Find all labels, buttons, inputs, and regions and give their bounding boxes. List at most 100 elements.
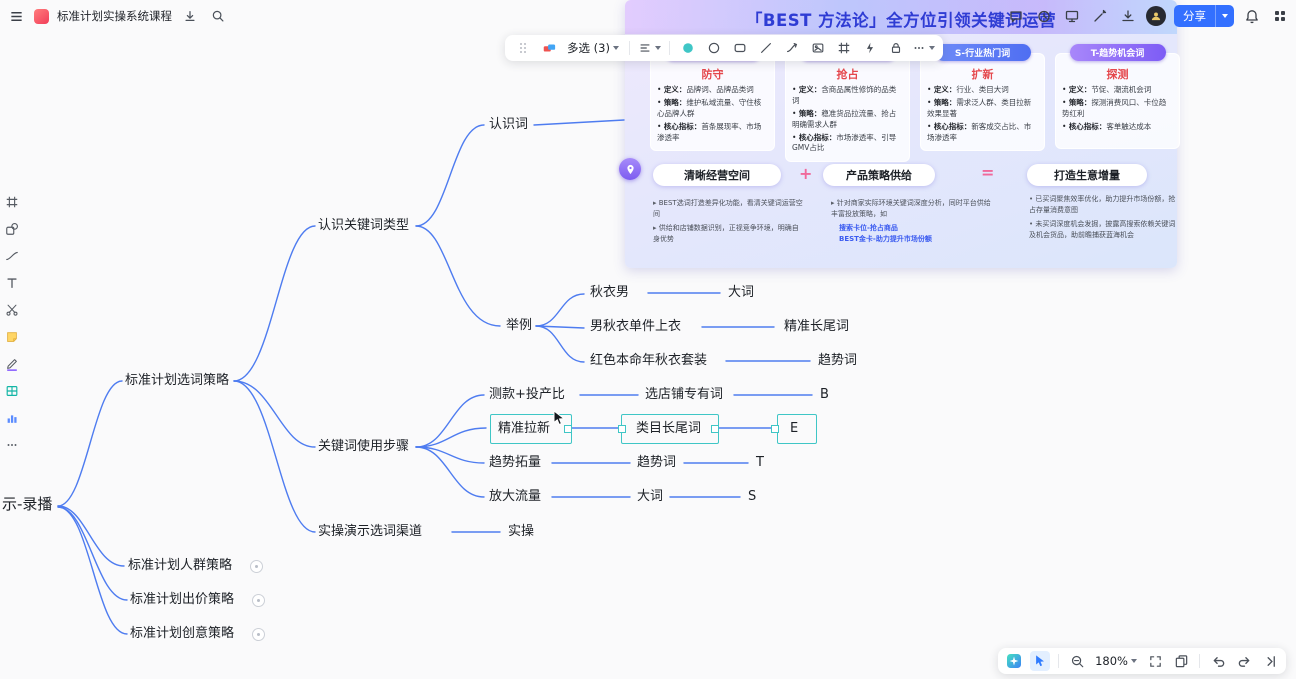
zoom-out-icon[interactable]: [1067, 651, 1087, 671]
pill-trend-keywords: T-趋势机会词: [1069, 44, 1166, 61]
more-tools-icon[interactable]: [2, 437, 22, 452]
apps-grid-icon[interactable]: [1270, 6, 1290, 26]
node-example-1-type[interactable]: 大词: [728, 285, 755, 300]
top-right-bar: 分享: [1006, 5, 1290, 27]
node-example-2[interactable]: 男秋衣单件上衣: [590, 319, 682, 334]
node-step-3[interactable]: 趋势拓量: [489, 455, 542, 470]
node-step-1[interactable]: 测款+投产比: [489, 387, 565, 402]
laser-pointer-icon[interactable]: [1090, 6, 1110, 26]
tag-expand: 扩新: [971, 68, 994, 81]
pill-industry-keywords: S-行业热门词: [934, 44, 1031, 61]
equals-sign: =: [981, 163, 995, 182]
border-color-swatch[interactable]: [678, 38, 698, 58]
frame-tool-icon[interactable]: [2, 194, 22, 209]
notifications-bell-icon[interactable]: [1242, 6, 1262, 26]
note-center: 针对商家实际环境关键词深度分析，同时平台供给丰富投放策略，如 搜索卡位-抢占商品…: [831, 198, 991, 244]
align-dropdown[interactable]: [638, 38, 661, 58]
scissors-tool-icon[interactable]: [2, 302, 22, 317]
node-keyword-types[interactable]: 认识关键词类型: [318, 218, 410, 233]
undo-icon[interactable]: [1208, 651, 1228, 671]
pages-icon[interactable]: [1171, 651, 1191, 671]
pill-clear-business-space: 清晰经营空间: [653, 164, 781, 186]
line-tool-icon[interactable]: [756, 38, 776, 58]
node-keyword-usage-steps[interactable]: 关键词使用步骤: [318, 439, 410, 454]
selection-handle[interactable]: [618, 425, 626, 433]
collapsed-children-indicator[interactable]: [250, 560, 263, 573]
shape-rect-icon[interactable]: [730, 38, 750, 58]
node-creative-strategy[interactable]: 标准计划创意策略: [130, 626, 235, 641]
selection-handle[interactable]: [771, 425, 779, 433]
arrow-connector-icon[interactable]: [782, 38, 802, 58]
pill-build-business-growth: 打造生意增量: [1027, 164, 1147, 186]
node-step-3-child[interactable]: 趋势词: [637, 455, 677, 470]
share-button[interactable]: 分享: [1174, 5, 1234, 27]
node-example[interactable]: 举例: [506, 318, 533, 333]
node-step-1-child[interactable]: 选店铺专有词: [645, 387, 724, 402]
node-step-4[interactable]: 放大流量: [489, 489, 542, 504]
node-demo-channel[interactable]: 实操演示选词渠道: [318, 524, 423, 539]
shapes-tool-icon[interactable]: [2, 221, 22, 236]
sticky-note-tool-icon[interactable]: [2, 329, 22, 344]
select-tool-icon[interactable]: [1030, 651, 1051, 671]
document-title[interactable]: 标准计划实操系统课程: [57, 9, 172, 23]
bottom-right-bar: 180%: [998, 648, 1286, 674]
tag-defense: 防守: [701, 68, 724, 81]
selection-box[interactable]: [777, 414, 817, 444]
selected-object-icon: [539, 38, 559, 58]
more-options-dropdown[interactable]: [912, 38, 935, 58]
node-step-4-tag[interactable]: S: [748, 489, 757, 504]
node-example-2-type[interactable]: 精准长尾词: [784, 319, 850, 334]
collapsed-children-indicator[interactable]: [252, 594, 265, 607]
lock-icon[interactable]: [886, 38, 906, 58]
node-step-1-tag[interactable]: B: [820, 387, 829, 402]
image-icon[interactable]: [808, 38, 828, 58]
mindmap-root-node[interactable]: 示-录播: [2, 495, 53, 513]
text-tool-icon[interactable]: [2, 275, 22, 290]
table-tool-icon[interactable]: [2, 383, 22, 398]
node-audience-strategy[interactable]: 标准计划人群策略: [128, 558, 233, 573]
menu-icon[interactable]: [6, 6, 26, 26]
node-demo[interactable]: 实操: [508, 524, 535, 539]
collapsed-children-indicator[interactable]: [252, 628, 265, 641]
node-step-2-tag[interactable]: E: [790, 421, 799, 436]
frame-icon[interactable]: [834, 38, 854, 58]
selection-handle[interactable]: [564, 425, 572, 433]
node-step-2[interactable]: 精准拉新: [498, 421, 551, 436]
timer-icon[interactable]: [1034, 6, 1054, 26]
node-word-selection-strategy[interactable]: 标准计划选词策略: [125, 373, 230, 388]
comment-icon[interactable]: [1006, 6, 1026, 26]
user-avatar[interactable]: [1146, 6, 1166, 26]
save-icon[interactable]: [1118, 6, 1138, 26]
node-step-4-child[interactable]: 大词: [637, 489, 664, 504]
chart-tool-icon[interactable]: [2, 410, 22, 425]
node-example-1[interactable]: 秋衣男: [590, 285, 630, 300]
node-bidding-strategy[interactable]: 标准计划出价策略: [130, 592, 235, 607]
pen-tool-icon[interactable]: [2, 356, 22, 371]
node-example-3-type[interactable]: 趋势词: [818, 353, 858, 368]
slide-column-exact: E-类目精准词 抢占 定义：含商品属性修饰的品类词 策略：稳准货品拉流量、抢占明…: [785, 44, 910, 163]
zoom-level-dropdown[interactable]: 180%: [1093, 651, 1139, 671]
download-icon[interactable]: [180, 6, 200, 26]
search-icon[interactable]: [208, 6, 228, 26]
shape-circle-icon[interactable]: [704, 38, 724, 58]
collapse-panel-icon[interactable]: [1260, 651, 1280, 671]
quick-style-icon[interactable]: [860, 38, 880, 58]
pill-product-strategy-supply: 产品策略供给: [823, 164, 935, 186]
redo-icon[interactable]: [1234, 651, 1254, 671]
multiselect-dropdown[interactable]: 多选 (3): [565, 38, 621, 58]
ai-assistant-icon[interactable]: [1004, 651, 1024, 671]
selection-handle[interactable]: [711, 425, 719, 433]
node-step-3-tag[interactable]: T: [756, 455, 764, 470]
drag-handle-icon[interactable]: [513, 38, 533, 58]
node-know-words[interactable]: 认识词: [489, 117, 529, 132]
multiselect-label: 多选 (3): [567, 41, 610, 55]
selection-box[interactable]: [621, 414, 719, 444]
connector-tool-icon[interactable]: [2, 248, 22, 263]
share-label: 分享: [1183, 9, 1206, 23]
mouse-cursor: [553, 409, 567, 430]
node-step-2-child[interactable]: 类目长尾词: [636, 421, 702, 436]
fit-screen-icon[interactable]: [1145, 651, 1165, 671]
node-example-3[interactable]: 红色本命年秋衣套装: [590, 353, 708, 368]
share-dropdown[interactable]: [1215, 5, 1234, 27]
present-icon[interactable]: [1062, 6, 1082, 26]
